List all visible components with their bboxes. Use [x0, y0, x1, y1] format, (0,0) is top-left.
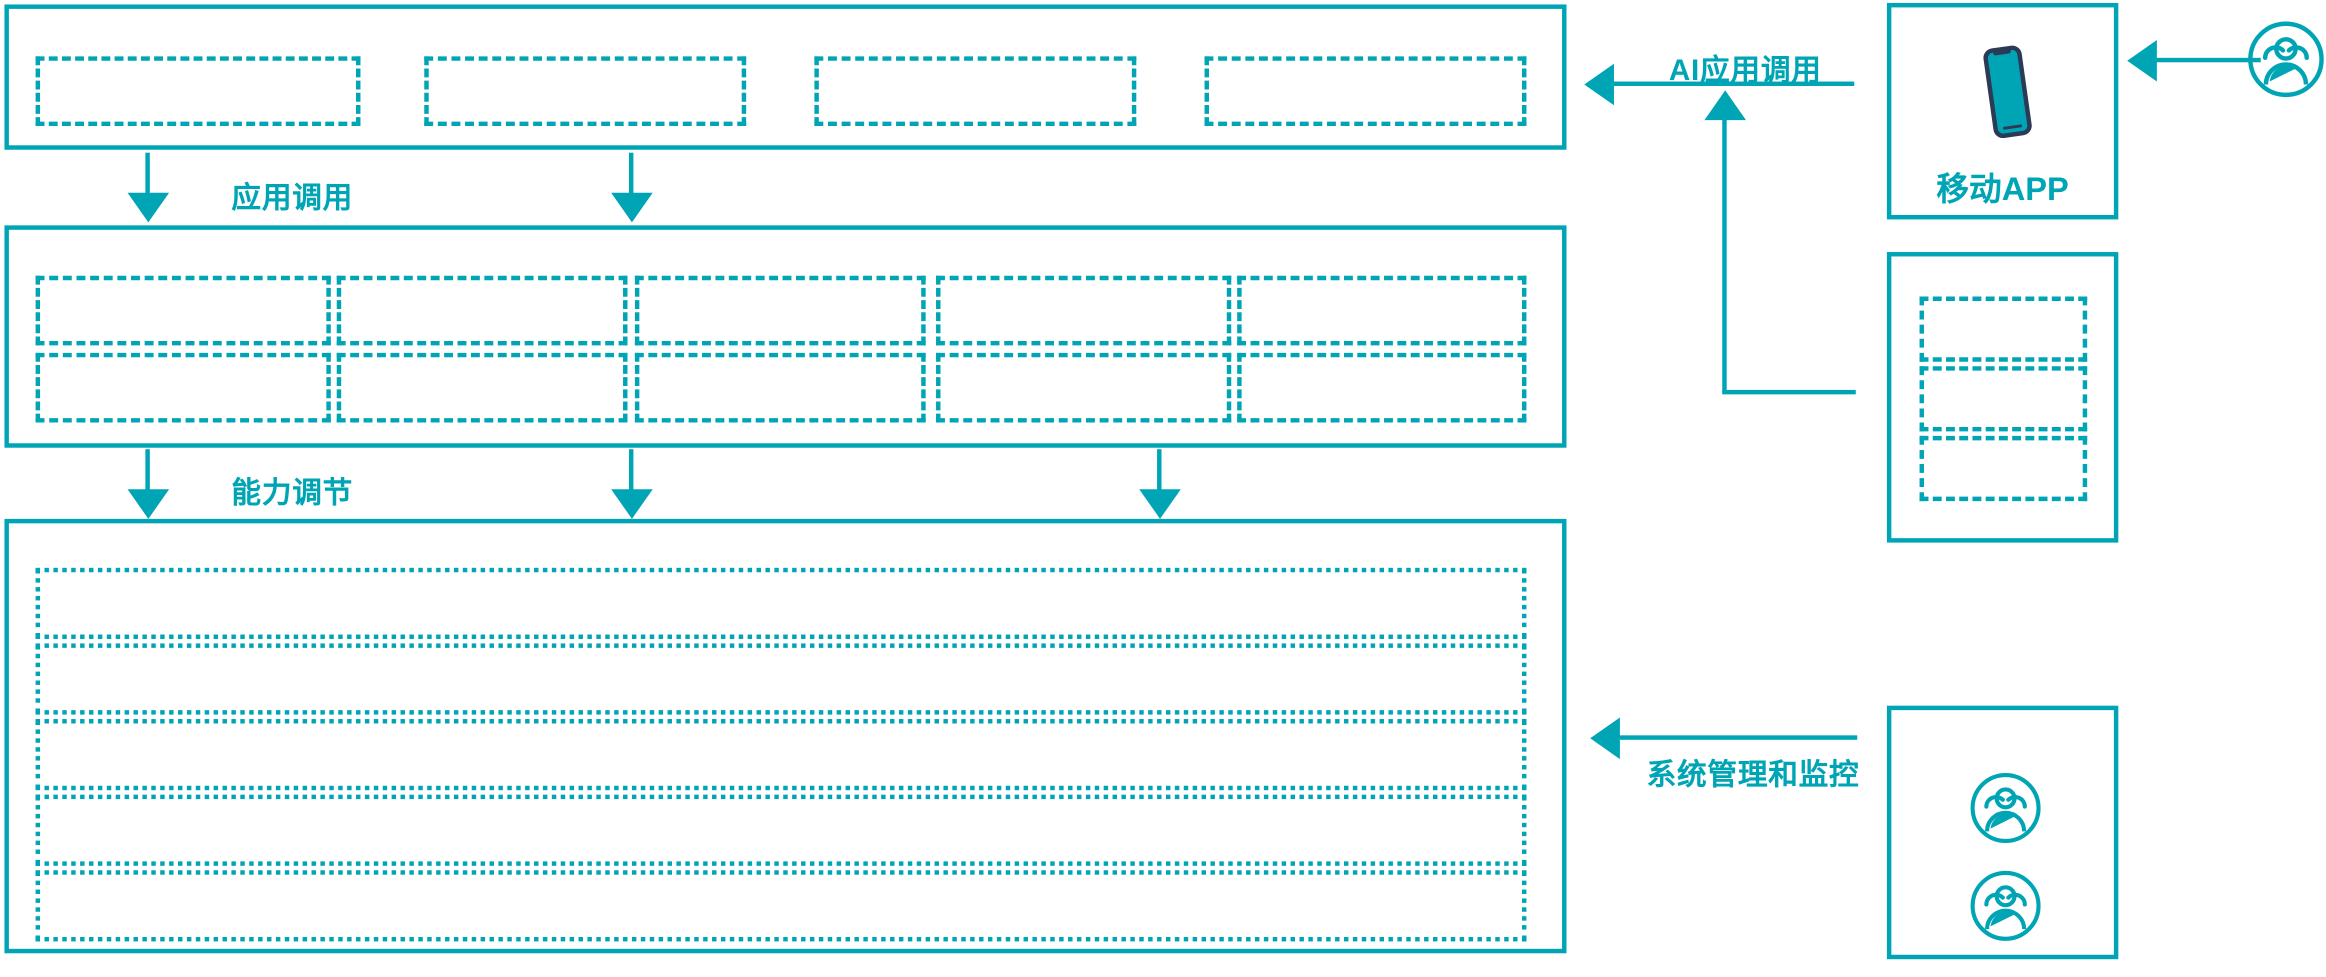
channel-panel-box-3[interactable]: [1919, 435, 2088, 502]
platform-band-3[interactable]: [35, 719, 1527, 791]
end-user-users-icon: [2246, 19, 2326, 106]
ai-app-invoke-arrow-shaft: [1609, 81, 1855, 86]
capability-tune-arrow-shaft-2: [628, 449, 634, 494]
ai-app-invoke-arrow-head: [1584, 63, 1614, 106]
capability-box-5-top[interactable]: [1237, 275, 1527, 346]
channel-panel-box-1[interactable]: [1919, 296, 2088, 362]
capability-tune-arrow-head-3: [1139, 489, 1181, 519]
capability-tune-arrow-head-1: [127, 489, 170, 519]
capability-box-2-top[interactable]: [336, 275, 628, 346]
application-layer-box-1[interactable]: [35, 56, 361, 127]
sys-admin-arrow-shaft: [1616, 735, 1858, 740]
end-user-to-mobile-arrow-head: [2127, 40, 2157, 82]
channel-panel-box-2[interactable]: [1919, 366, 2088, 432]
operator-users-icon-1: [1968, 771, 2042, 853]
capability-box-5-bottom[interactable]: [1237, 352, 1527, 423]
sys-admin-label: 系统管理和监控: [1646, 759, 1860, 792]
capability-tune-label: 能力调节: [231, 477, 354, 510]
app-invoke-arrow-head-right: [611, 192, 653, 223]
capability-box-3-top[interactable]: [634, 275, 926, 346]
operators-panel: [1886, 705, 2119, 960]
ai-app-invoke-label: AI应用调用: [1668, 54, 1822, 88]
end-user-to-mobile-arrow-shaft: [2153, 57, 2261, 63]
capability-box-2-bottom[interactable]: [336, 352, 628, 423]
application-layer-box-2[interactable]: [424, 56, 747, 127]
capability-tune-arrow-head-2: [611, 489, 653, 519]
capability-box-3-bottom[interactable]: [634, 352, 926, 423]
capability-box-4-top[interactable]: [936, 275, 1232, 346]
capability-tune-arrow-shaft-3: [1157, 449, 1162, 494]
app-invoke-arrow-head-left: [127, 192, 170, 223]
smartphone-icon: [1977, 44, 2036, 149]
mobile-app-caption: 移动APP: [1936, 170, 2069, 208]
sys-admin-arrow-head: [1590, 717, 1620, 760]
platform-band-2[interactable]: [35, 643, 1527, 715]
application-layer-box-4[interactable]: [1204, 56, 1527, 127]
platform-band-1[interactable]: [35, 567, 1527, 639]
ai-app-invoke-riser-base: [1722, 389, 1856, 395]
ai-app-invoke-riser-head: [1704, 90, 1746, 121]
capability-box-1-bottom[interactable]: [35, 352, 331, 423]
application-layer-box-3[interactable]: [814, 56, 1137, 127]
ai-app-invoke-riser-shaft: [1722, 118, 1727, 393]
capability-box-4-bottom[interactable]: [936, 352, 1232, 423]
platform-band-4[interactable]: [35, 794, 1527, 866]
capability-tune-arrow-shaft-1: [145, 449, 150, 494]
mobile-app-panel[interactable]: 移动APP: [1886, 2, 2119, 220]
capability-box-1-top[interactable]: [35, 275, 331, 346]
platform-band-5[interactable]: [35, 870, 1527, 942]
app-invoke-arrow-shaft-left: [145, 152, 150, 198]
app-invoke-arrow-shaft-right: [628, 152, 634, 198]
operator-users-icon-2: [1968, 869, 2042, 951]
app-invoke-label: 应用调用: [231, 182, 354, 215]
